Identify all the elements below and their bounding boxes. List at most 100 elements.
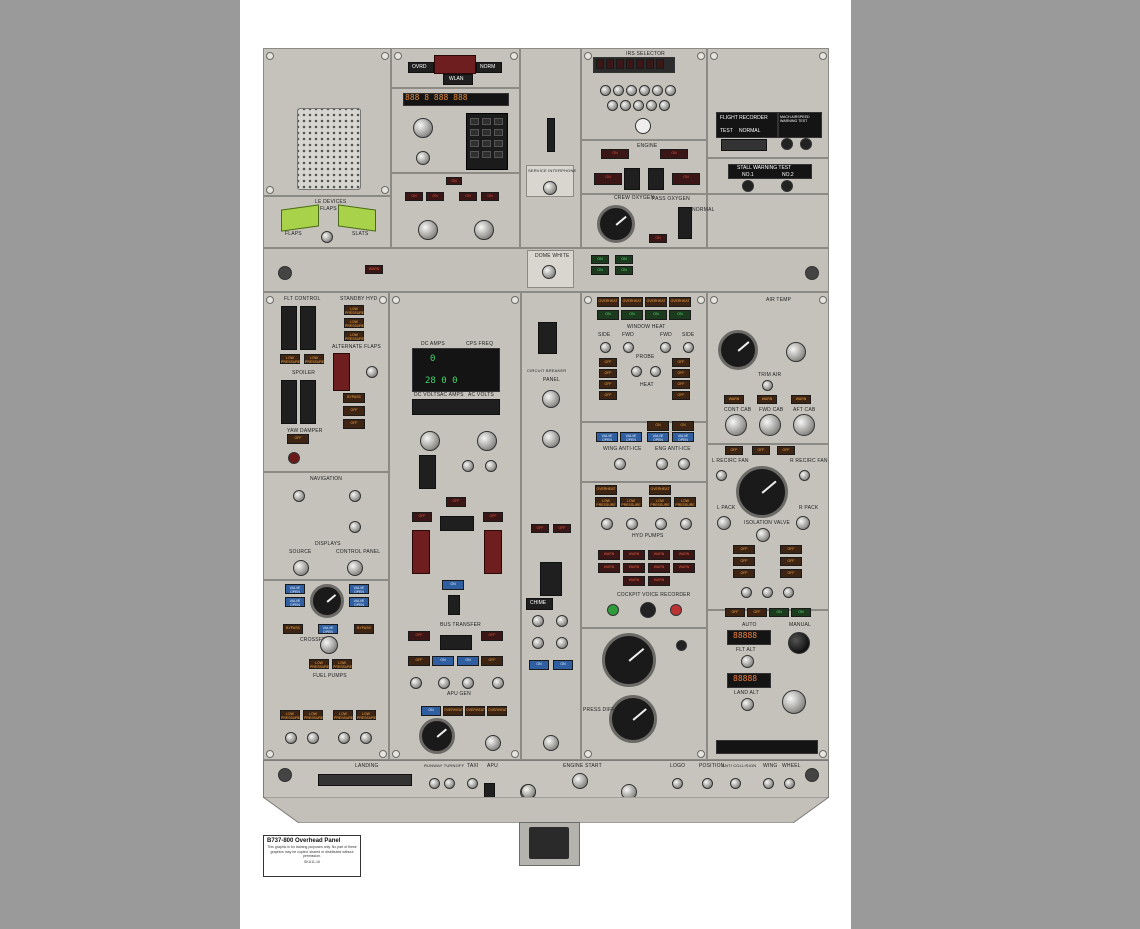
spoiler-b-guard[interactable] <box>300 380 316 424</box>
eng1-selector-knob[interactable] <box>418 220 438 240</box>
yaw-damper-switch[interactable] <box>288 452 300 464</box>
bleed-switch-2[interactable] <box>783 587 794 598</box>
bleed-switch-apu[interactable] <box>762 587 773 598</box>
fmc-nav-switch[interactable] <box>349 521 361 533</box>
hyd-pump-switch-3[interactable] <box>655 518 667 530</box>
source-selector[interactable] <box>293 560 309 576</box>
keypad-key[interactable] <box>470 151 479 158</box>
irs-knob-7[interactable] <box>607 100 618 111</box>
grd-call-switch[interactable] <box>556 637 568 649</box>
window-heat-switch-4[interactable] <box>683 342 694 353</box>
wing-anti-ice-switch[interactable] <box>614 458 626 470</box>
landing-lights-switches[interactable] <box>318 774 412 786</box>
eng2-selector-knob[interactable] <box>474 220 494 240</box>
runway-turnoff-switch-2[interactable] <box>444 778 455 789</box>
engine-switch-2[interactable] <box>648 168 664 190</box>
fuel-pump-switch-3[interactable] <box>338 732 350 744</box>
mach-warning-test-1[interactable] <box>781 138 793 150</box>
flt-control-a-guard[interactable] <box>281 306 297 350</box>
alternate-flaps-switch[interactable] <box>366 366 378 378</box>
irs-knob-6[interactable] <box>665 85 676 96</box>
cb-bottom-knob[interactable] <box>543 735 559 751</box>
chime-switch-2[interactable] <box>556 615 568 627</box>
keypad-key[interactable] <box>482 129 491 136</box>
chime-switch-1[interactable] <box>532 615 544 627</box>
stall-warning-test-1[interactable] <box>742 180 754 192</box>
standby-power-guard[interactable] <box>440 516 474 531</box>
alt-horn-cutout[interactable] <box>676 640 687 651</box>
air-temp-source-selector[interactable] <box>786 342 806 362</box>
runway-turnoff-switch-1[interactable] <box>429 778 440 789</box>
apu-gen-switch-2[interactable] <box>462 677 474 689</box>
position-switch[interactable] <box>702 778 713 789</box>
logo-switch[interactable] <box>672 778 683 789</box>
irs-knob-2[interactable] <box>613 85 624 96</box>
bus-transfer-switch[interactable] <box>440 635 472 650</box>
irs-mode-knob[interactable] <box>635 118 651 134</box>
press-mode-selector[interactable] <box>782 690 806 714</box>
alternate-flaps-guard[interactable] <box>333 353 350 391</box>
bleed-switch-1[interactable] <box>741 587 752 598</box>
keypad-key[interactable] <box>470 140 479 147</box>
irs-keypad[interactable] <box>466 113 508 170</box>
le-devices-test-knob[interactable] <box>321 231 333 243</box>
probe-heat-switch-a[interactable] <box>631 366 642 377</box>
taxi-switch[interactable] <box>467 778 478 789</box>
keypad-key[interactable] <box>482 118 491 125</box>
ovrd-guard-switch[interactable] <box>434 55 476 74</box>
keypad-key[interactable] <box>494 129 503 136</box>
irs-knob-8[interactable] <box>620 100 631 111</box>
recirc-fan-r-switch[interactable] <box>799 470 810 481</box>
l-pack-switch[interactable] <box>717 516 731 530</box>
probe-heat-switch-b[interactable] <box>650 366 661 377</box>
irs-knob-9[interactable] <box>633 100 644 111</box>
isolation-valve-switch[interactable] <box>756 528 770 542</box>
cb-panel-knob-1[interactable] <box>542 390 560 408</box>
keypad-key[interactable] <box>494 140 503 147</box>
hyd-pump-switch-1[interactable] <box>601 518 613 530</box>
trim-air-switch[interactable] <box>762 380 773 391</box>
window-heat-switch-3[interactable] <box>660 342 671 353</box>
irs-knob-3[interactable] <box>626 85 637 96</box>
control-panel-selector[interactable] <box>347 560 363 576</box>
stall-warning-test-2[interactable] <box>781 180 793 192</box>
service-interphone-switch[interactable] <box>543 181 557 195</box>
interphone-toggle-slot[interactable] <box>547 118 555 152</box>
keypad-key[interactable] <box>494 151 503 158</box>
keypad-key[interactable] <box>470 118 479 125</box>
cvr-test-button[interactable] <box>640 602 656 618</box>
fwd-cab-knob[interactable] <box>759 414 781 436</box>
aft-cab-knob[interactable] <box>793 414 815 436</box>
ac-meter-selector[interactable] <box>477 431 497 451</box>
window-heat-switch-1[interactable] <box>600 342 611 353</box>
heading-knob[interactable] <box>413 118 433 138</box>
irs-knob-4[interactable] <box>639 85 650 96</box>
pass-oxygen-switch[interactable] <box>678 207 692 239</box>
fuel-pump-switch-4[interactable] <box>360 732 372 744</box>
vhf-nav-switch[interactable] <box>293 490 305 502</box>
anti-collision-switch[interactable] <box>730 778 741 789</box>
ground-power-switch[interactable] <box>448 595 460 615</box>
irs-knob-5[interactable] <box>652 85 663 96</box>
fuel-pump-switch-2[interactable] <box>307 732 319 744</box>
keypad-key[interactable] <box>482 151 491 158</box>
wing-light-switch[interactable] <box>763 778 774 789</box>
irs-knob-1[interactable] <box>600 85 611 96</box>
land-alt-knob[interactable] <box>741 698 754 711</box>
eng-anti-ice-switch-2[interactable] <box>678 458 690 470</box>
drive-disconnect-1[interactable] <box>412 530 430 574</box>
hyd-pump-switch-4[interactable] <box>680 518 692 530</box>
standby-power-switch[interactable] <box>485 460 497 472</box>
gen-switch-1[interactable] <box>410 677 422 689</box>
dc-meter-selector[interactable] <box>420 431 440 451</box>
flight-recorder-switch[interactable] <box>721 139 767 151</box>
spoiler-a-guard[interactable] <box>281 380 297 424</box>
wheel-light-switch[interactable] <box>784 778 795 789</box>
keypad-key[interactable] <box>494 118 503 125</box>
electrical-meter-buttons[interactable] <box>412 399 500 415</box>
recirc-fan-l-switch[interactable] <box>716 470 727 481</box>
irs-knob-11[interactable] <box>659 100 670 111</box>
crossfeed-selector[interactable] <box>320 636 338 654</box>
keypad-key[interactable] <box>470 129 479 136</box>
sys-display-knob[interactable] <box>416 151 430 165</box>
